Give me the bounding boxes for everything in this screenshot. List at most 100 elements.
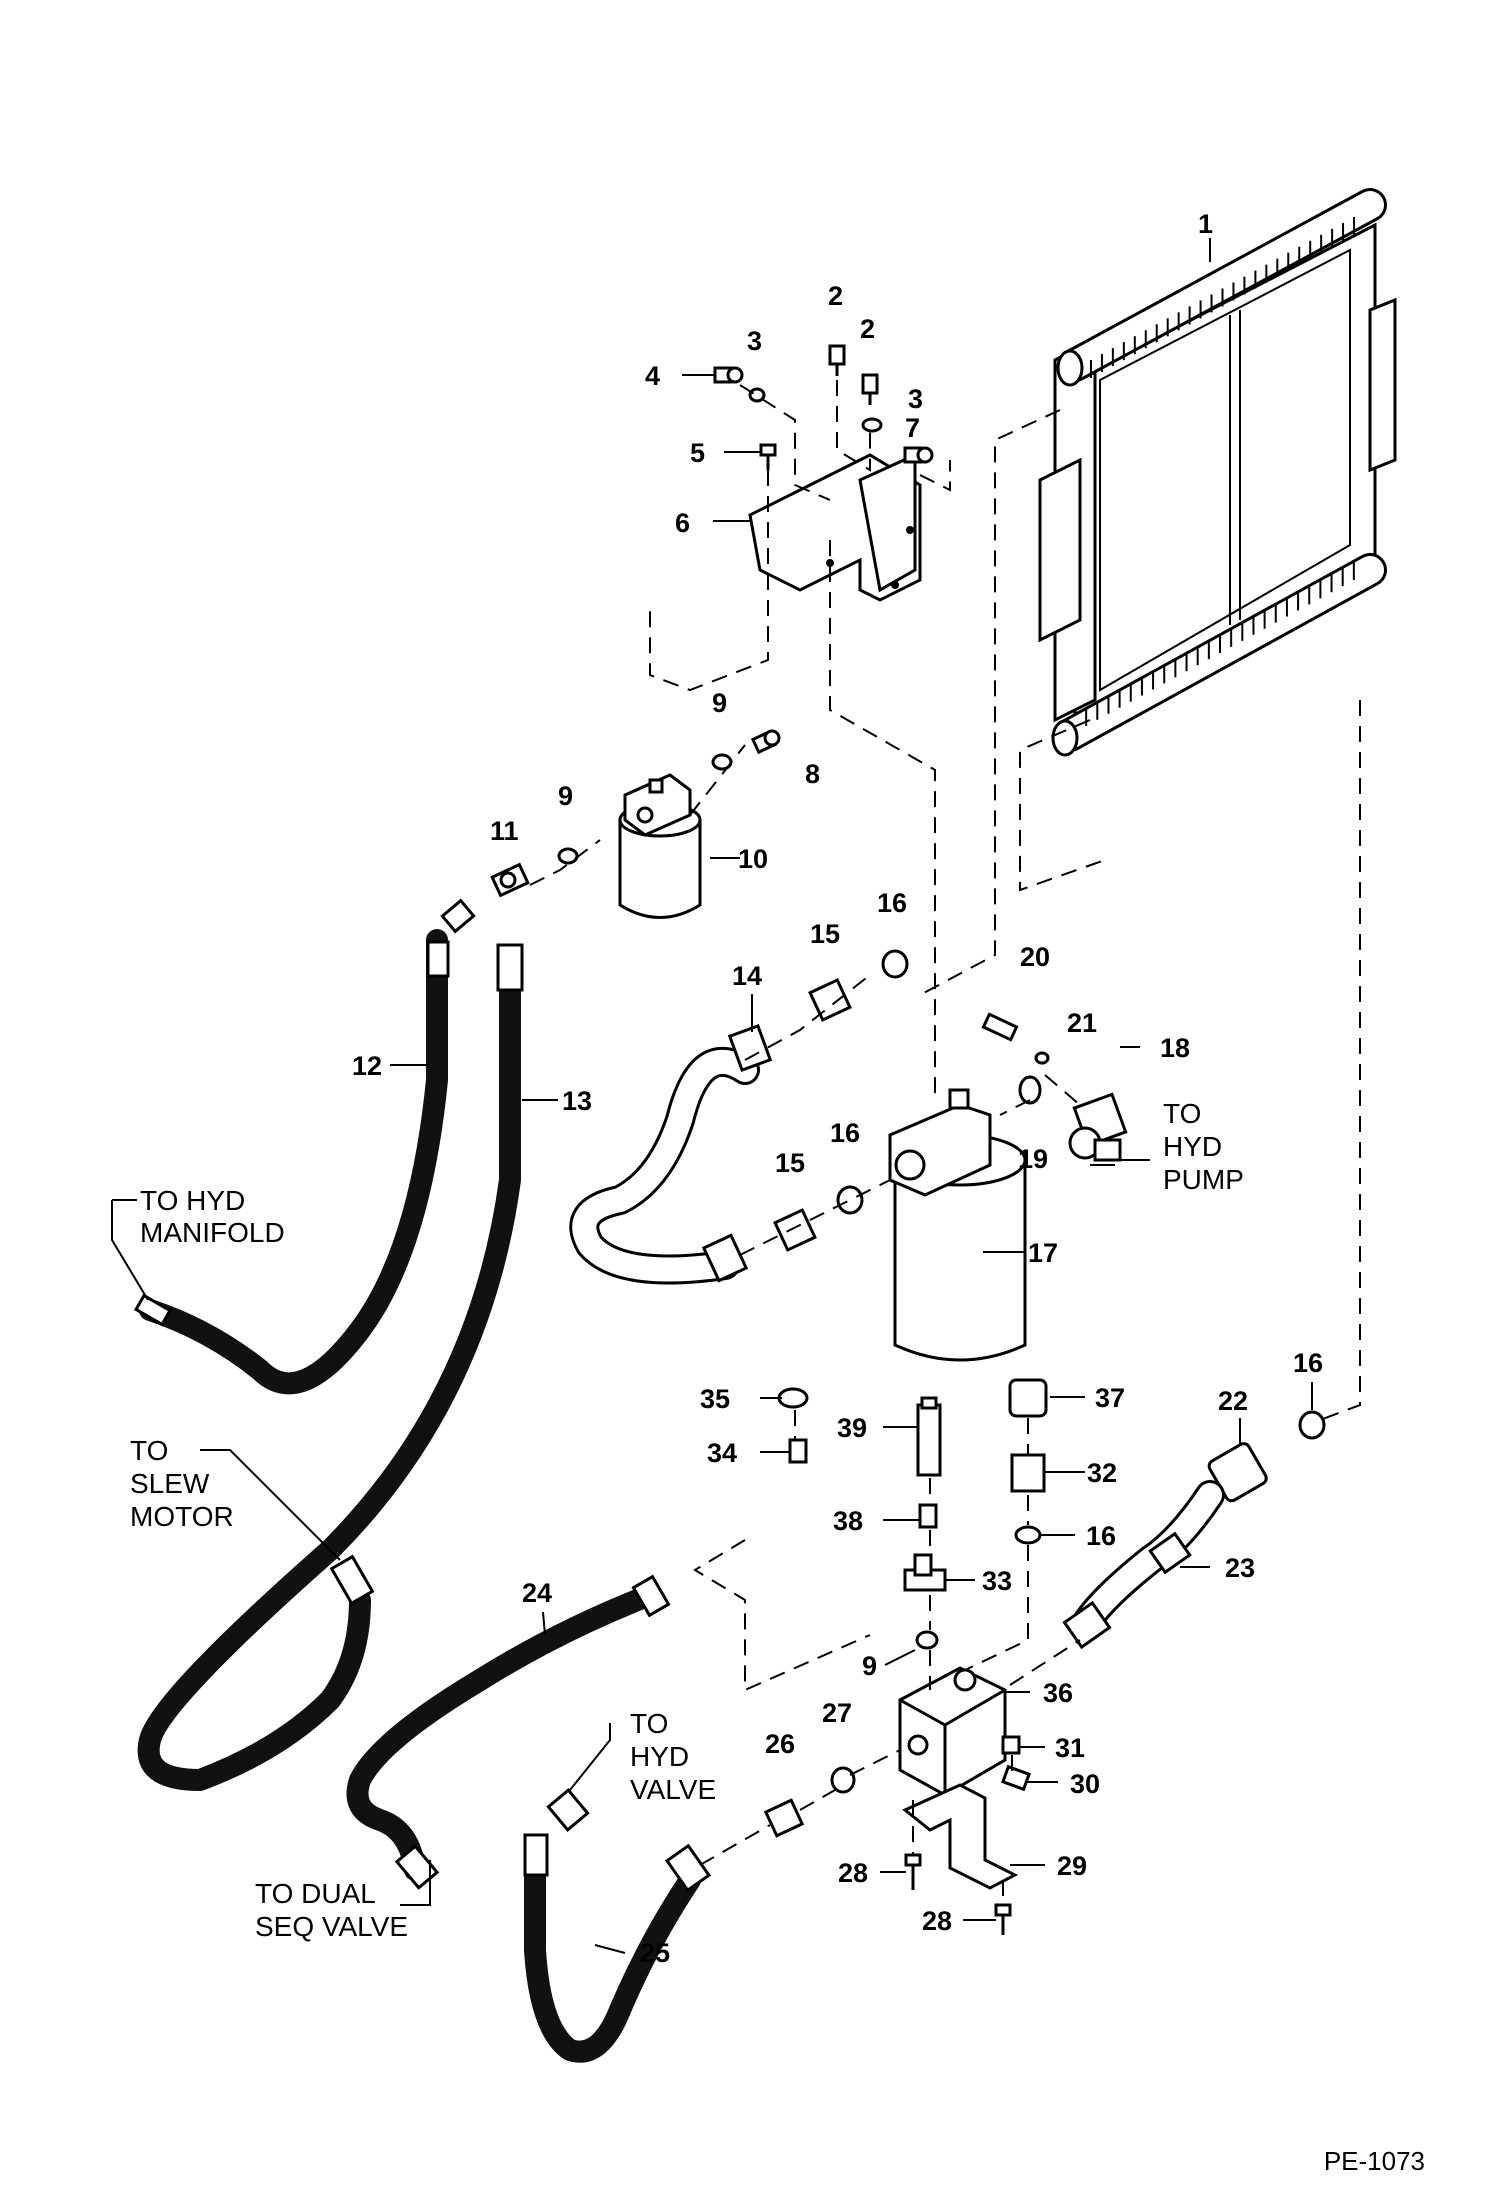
o-ring-16c: [1014, 1525, 1042, 1545]
o-ring-19: [1018, 1075, 1042, 1105]
bolt-28b: [994, 1903, 1012, 1935]
label-11: 11: [490, 816, 519, 846]
label-17: 17: [1028, 1238, 1058, 1268]
label-15b: 15: [775, 1148, 805, 1178]
o-ring-9a: [557, 847, 579, 865]
svg-text:SLEW: SLEW: [130, 1468, 210, 1499]
label-16d: 16: [1293, 1348, 1323, 1378]
svg-text:TO: TO: [630, 1708, 668, 1739]
label-2a: 2: [828, 281, 843, 311]
elbow-11: [490, 862, 530, 898]
bolt-2b: [861, 373, 879, 405]
washer-3a: [748, 387, 766, 403]
adapter-15a: [808, 978, 852, 1022]
label-28b: 28: [922, 1906, 952, 1936]
fitting-4: [713, 366, 744, 384]
label-23: 23: [1225, 1553, 1255, 1583]
label-35: 35: [700, 1384, 730, 1414]
pilot-filter: [618, 773, 702, 919]
svg-text:HYD: HYD: [1163, 1131, 1222, 1162]
label-5: 5: [690, 438, 705, 468]
bolt-2a: [828, 344, 846, 376]
label-27: 27: [822, 1698, 852, 1728]
adapter-15b: [773, 1208, 817, 1252]
leader-lines: [111, 238, 1313, 1954]
clamp-35: [777, 1387, 809, 1409]
bolt-28a: [904, 1853, 922, 1890]
label-1: 1: [1198, 209, 1213, 239]
hose-25: [524, 1864, 701, 2063]
switch-39: [916, 1396, 942, 1477]
callout-hyd-manifold: TO HYD MANIFOLD: [140, 1185, 285, 1248]
label-13: 13: [562, 1086, 592, 1116]
label-10: 10: [738, 844, 768, 874]
label-18: 18: [1160, 1033, 1190, 1063]
label-26: 26: [765, 1729, 795, 1759]
label-14: 14: [732, 961, 762, 991]
svg-text:VALVE: VALVE: [630, 1774, 716, 1805]
tube-14: [572, 1049, 757, 1282]
callout-hyd-valve: TO HYD VALVE: [630, 1708, 716, 1805]
svg-text:TO DUAL: TO DUAL: [255, 1878, 376, 1909]
label-22: 22: [1218, 1386, 1248, 1416]
adapter-26: [763, 1798, 805, 1838]
label-39: 39: [837, 1413, 867, 1443]
label-28a: 28: [838, 1858, 868, 1888]
label-25: 25: [640, 1938, 670, 1968]
label-9b: 9: [712, 688, 727, 718]
label-32: 32: [1087, 1458, 1117, 1488]
svg-text:TO: TO: [130, 1435, 168, 1466]
svg-text:MANIFOLD: MANIFOLD: [140, 1217, 285, 1248]
label-19: 19: [1018, 1144, 1048, 1174]
adapter-32: [1010, 1453, 1046, 1493]
callout-dual-seq-valve: TO DUAL SEQ VALVE: [255, 1878, 408, 1942]
label-6: 6: [675, 508, 690, 538]
mounting-bracket: [748, 452, 922, 602]
fitting-34: [788, 1438, 808, 1464]
drawing-code: PE-1073: [1324, 2146, 1425, 2176]
label-3b: 3: [908, 384, 923, 414]
label-16b: 16: [830, 1118, 860, 1148]
label-7: 7: [905, 413, 920, 443]
label-20: 20: [1020, 942, 1050, 972]
label-16c: 16: [1086, 1521, 1116, 1551]
valve-block-36: [898, 1666, 1007, 1797]
svg-text:TO: TO: [1163, 1098, 1201, 1129]
fitting-38: [918, 1503, 938, 1529]
label-21: 21: [1067, 1008, 1097, 1038]
svg-text:PUMP: PUMP: [1163, 1164, 1244, 1195]
label-9a: 9: [558, 781, 573, 811]
o-ring-9c: [915, 1630, 939, 1650]
hose-23: [1073, 1483, 1222, 1637]
tee-33: [903, 1553, 947, 1592]
hose-13: [137, 979, 521, 1791]
bolt-5: [759, 443, 777, 470]
callout-slew-motor: TO SLEW MOTOR: [130, 1435, 234, 1532]
washer-3b: [861, 417, 883, 433]
o-ring-16d: [1298, 1410, 1326, 1440]
label-36: 36: [1043, 1678, 1073, 1708]
label-34: 34: [707, 1438, 737, 1468]
bracket-29: [902, 1783, 1019, 1890]
o-ring-21: [1034, 1051, 1050, 1065]
hose-12-fitting: [426, 940, 450, 978]
label-37: 37: [1095, 1383, 1125, 1413]
hose-13-fitting: [496, 943, 524, 992]
elbow-18: [1068, 1092, 1128, 1162]
svg-text:SEQ VALVE: SEQ VALVE: [255, 1911, 408, 1942]
fitting-7: [903, 446, 934, 464]
assembly-lines: [529, 380, 1361, 1905]
oil-cooler: [1038, 188, 1397, 757]
label-2b: 2: [860, 314, 875, 344]
cap-37: [1008, 1378, 1048, 1418]
label-30: 30: [1070, 1769, 1100, 1799]
svg-text:HYD: HYD: [630, 1741, 689, 1772]
label-8: 8: [805, 759, 820, 789]
clip-30: [1001, 1764, 1031, 1792]
callout-hyd-pump: TO HYD PUMP: [1163, 1098, 1244, 1195]
fitting-8: [750, 729, 781, 755]
nut-31: [1001, 1735, 1021, 1755]
label-33: 33: [982, 1566, 1012, 1596]
label-4: 4: [645, 361, 660, 391]
